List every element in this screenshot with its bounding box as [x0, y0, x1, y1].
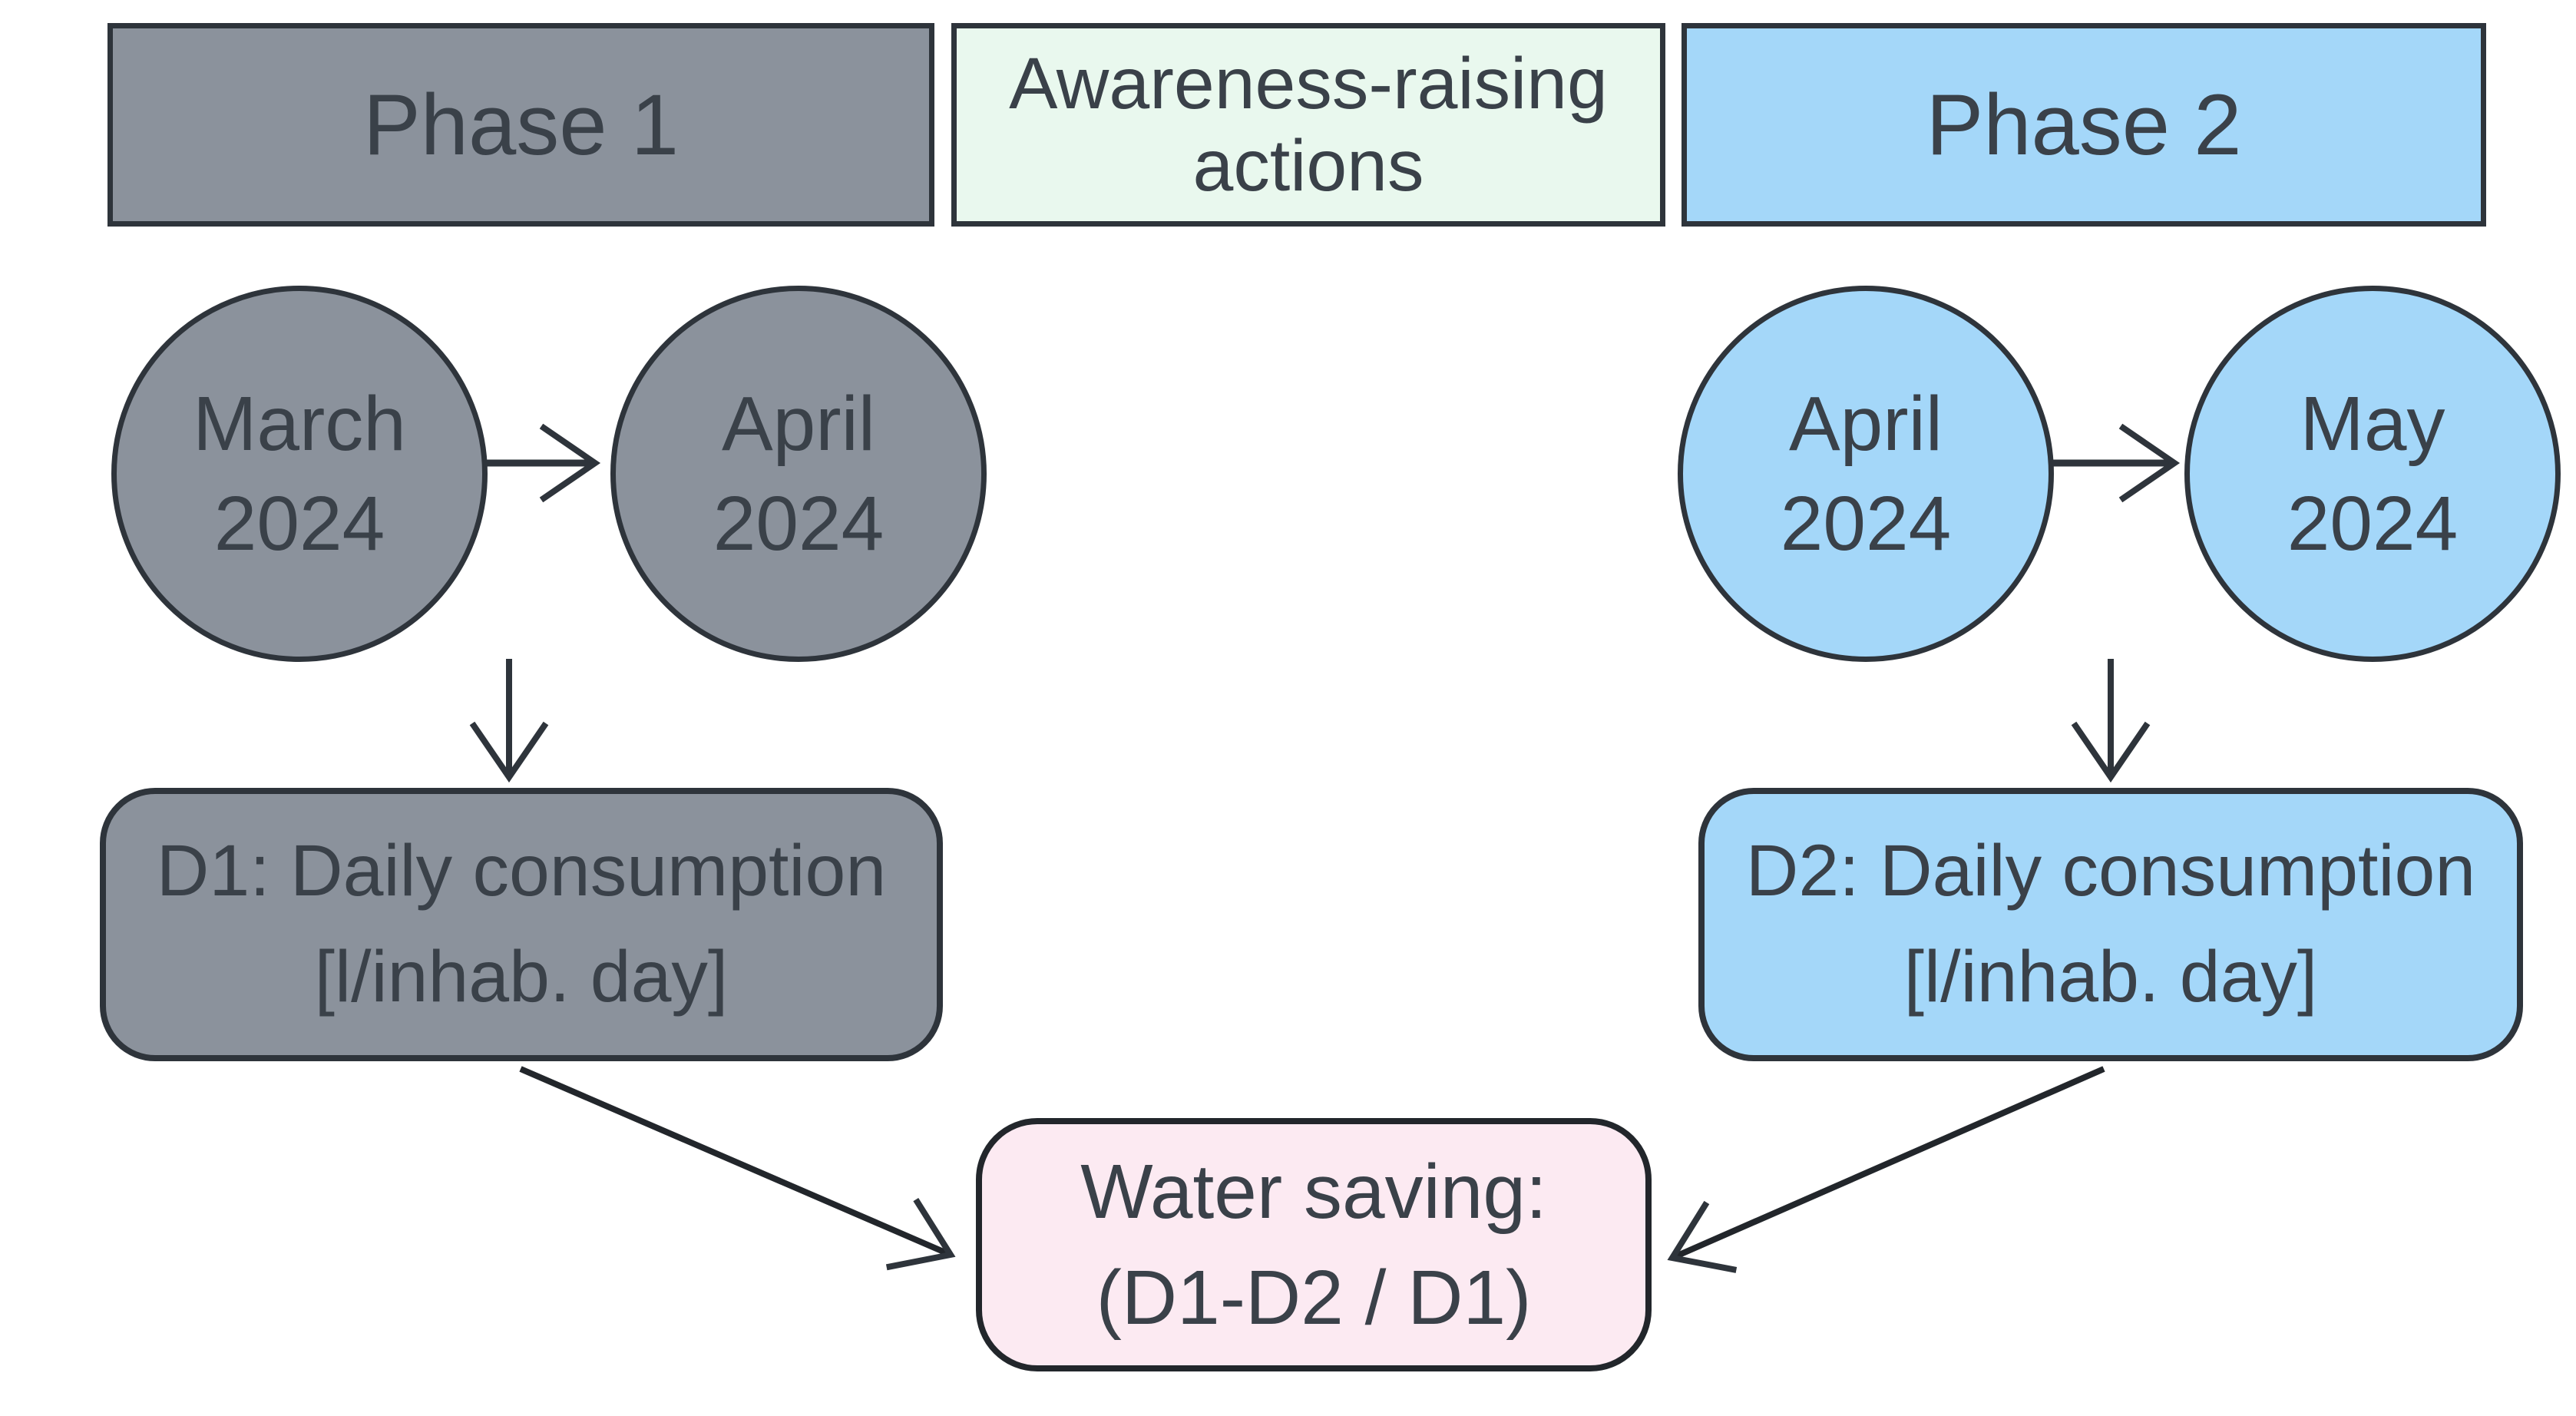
phase2-header-label: Phase 2 [1926, 76, 2242, 173]
phase1-header-label: Phase 1 [363, 76, 679, 173]
phase1-end-month-circle: April 2024 [610, 286, 987, 662]
metric-line1: D1: Daily consumption [156, 830, 887, 912]
phase2-start-month-circle: April 2024 [1678, 286, 2054, 662]
year-label: 2024 [1780, 481, 1952, 567]
month-label: March [193, 381, 406, 467]
phase2-daily-consumption-box: D2: Daily consumption [l/inhab. day] [1698, 788, 2523, 1061]
phase1-daily-consumption-box: D1: Daily consumption [l/inhab. day] [100, 788, 943, 1061]
water-saving-result-box: Water saving: (D1-D2 / D1) [976, 1118, 1652, 1371]
metric-line1: D2: Daily consumption [1745, 830, 2476, 912]
metric-line2: [l/inhab. day] [314, 936, 729, 1017]
month-label: April [721, 381, 876, 467]
metric-line2: [l/inhab. day] [1903, 936, 2318, 1017]
result-line2: (D1-D2 / D1) [1096, 1255, 1532, 1341]
phase1-header-box: Phase 1 [107, 23, 934, 227]
awareness-actions-label: Awareness-raising actions [1009, 43, 1608, 207]
year-label: 2024 [2287, 481, 2459, 567]
awareness-actions-box: Awareness-raising actions [951, 23, 1665, 227]
month-label: May [2300, 381, 2445, 467]
phase2-header-box: Phase 2 [1682, 23, 2486, 227]
year-label: 2024 [213, 481, 385, 567]
result-line1: Water saving: [1080, 1149, 1547, 1235]
year-label: 2024 [713, 481, 885, 567]
arrow-d1-to-water-saving [519, 1066, 956, 1271]
phase1-start-month-circle: March 2024 [111, 286, 488, 662]
month-label: April [1788, 381, 1943, 467]
phase2-end-month-circle: May 2024 [2184, 286, 2561, 662]
arrow-d2-to-water-saving [1667, 1066, 2105, 1273]
